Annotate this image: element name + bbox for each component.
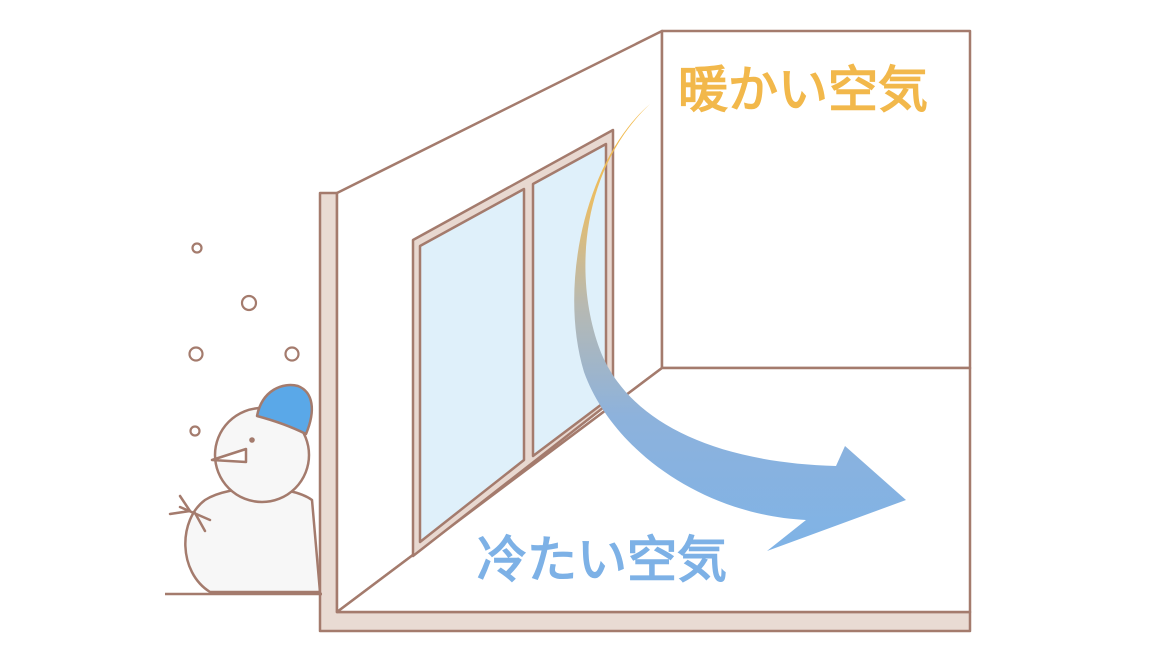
snowflake-dot-icon bbox=[189, 425, 201, 437]
snowflake-dot-icon bbox=[240, 294, 258, 312]
window-pane-left bbox=[418, 187, 526, 544]
snowman-hat bbox=[255, 383, 314, 436]
snowflake-group bbox=[188, 242, 300, 437]
snowman-icon bbox=[168, 383, 322, 594]
snowflake-dot-icon bbox=[284, 346, 300, 362]
snowman-body bbox=[184, 486, 322, 594]
snowflake-dot-icon bbox=[191, 242, 203, 254]
curved-arrow-icon bbox=[574, 104, 906, 551]
snowman-nose bbox=[210, 447, 248, 464]
cold-air-label: 冷たい空気 bbox=[477, 531, 727, 589]
warm-air-label: 暖かい空気 bbox=[678, 61, 928, 119]
floor bbox=[335, 366, 972, 614]
window bbox=[411, 128, 615, 558]
snowman-eye bbox=[249, 437, 255, 443]
snowman-arm bbox=[168, 494, 212, 533]
snowflake-dot-icon bbox=[188, 346, 204, 362]
